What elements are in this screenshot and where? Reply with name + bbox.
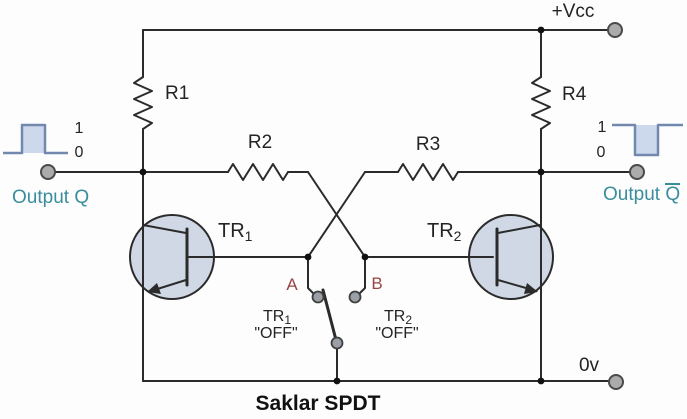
transistor-tr2-label: TR2 (427, 220, 462, 244)
resistor-r2-label: R2 (248, 132, 272, 153)
output-q-terminal (40, 164, 56, 180)
wires (54, 29, 631, 382)
transistor-tr1-symbol (142, 224, 189, 294)
tr1-state-name: TR1 (263, 308, 291, 327)
q-low-level-label: 0 (75, 144, 84, 161)
junction-dot (537, 377, 545, 385)
spdt-switch (307, 256, 366, 382)
switch-wire-b (358, 256, 366, 295)
output-q-waveform (3, 123, 68, 155)
q-high-level-label: 1 (75, 120, 84, 137)
junction-dots (139, 26, 545, 385)
qbar-low-level-label: 0 (597, 144, 606, 161)
vcc-label: +Vcc (552, 1, 595, 22)
tr1-emitter-arrow-icon (147, 283, 161, 294)
switch-wire-a (307, 256, 315, 295)
switch-caption: Saklar SPDT (256, 392, 381, 415)
tr2-state-value: "OFF" (375, 325, 418, 342)
output-qbar-waveform (612, 123, 683, 157)
junction-dot (304, 253, 312, 261)
tr1-state-value: "OFF" (254, 325, 297, 342)
ground-terminal (608, 374, 624, 390)
switch-pole-contact (330, 336, 344, 350)
resistor-r2-zigzag (227, 163, 289, 181)
qbar-pulse-trace (612, 123, 683, 157)
qbar-high-level-label: 1 (598, 119, 607, 136)
qbar-pulse-fill (635, 125, 658, 155)
q-pulse-trace (3, 123, 68, 155)
junction-dot (537, 26, 545, 34)
tr2-emitter-arrow-icon (524, 283, 538, 294)
resistor-r3-label: R3 (416, 134, 440, 155)
resistor-r1-label: R1 (165, 83, 189, 104)
q-pulse-fill (22, 125, 45, 153)
junction-dot (537, 168, 545, 176)
switch-contact-b (348, 290, 362, 304)
cross-wire-r3-to-tr1 (307, 171, 366, 258)
ground-label: 0v (579, 355, 600, 376)
vcc-terminal (607, 22, 623, 38)
output-qbar-terminal (629, 164, 645, 180)
switch-contact-a-label: A (286, 275, 298, 294)
junction-dot (361, 253, 369, 261)
resistor-r4-zigzag (531, 76, 551, 130)
transistor-tr2-symbol (495, 224, 541, 294)
switch-contact-b-label: B (371, 274, 382, 293)
switch-blade (321, 288, 338, 342)
tr2-collector-wire (497, 224, 541, 234)
transistor-tr1-label: TR1 (218, 220, 253, 244)
junction-dot (139, 168, 147, 176)
junction-dot (333, 377, 341, 385)
tr2-state-name: TR2 (384, 308, 412, 327)
resistor-r1-zigzag (133, 76, 153, 130)
resistor-r4-label: R4 (562, 84, 587, 105)
switch-contact-a (311, 290, 325, 304)
tr1-collector-wire (142, 224, 187, 234)
output-q-label: Output Q (12, 187, 89, 208)
resistor-r3-zigzag (397, 163, 459, 181)
output-qbar-label: Output Q (603, 184, 680, 205)
